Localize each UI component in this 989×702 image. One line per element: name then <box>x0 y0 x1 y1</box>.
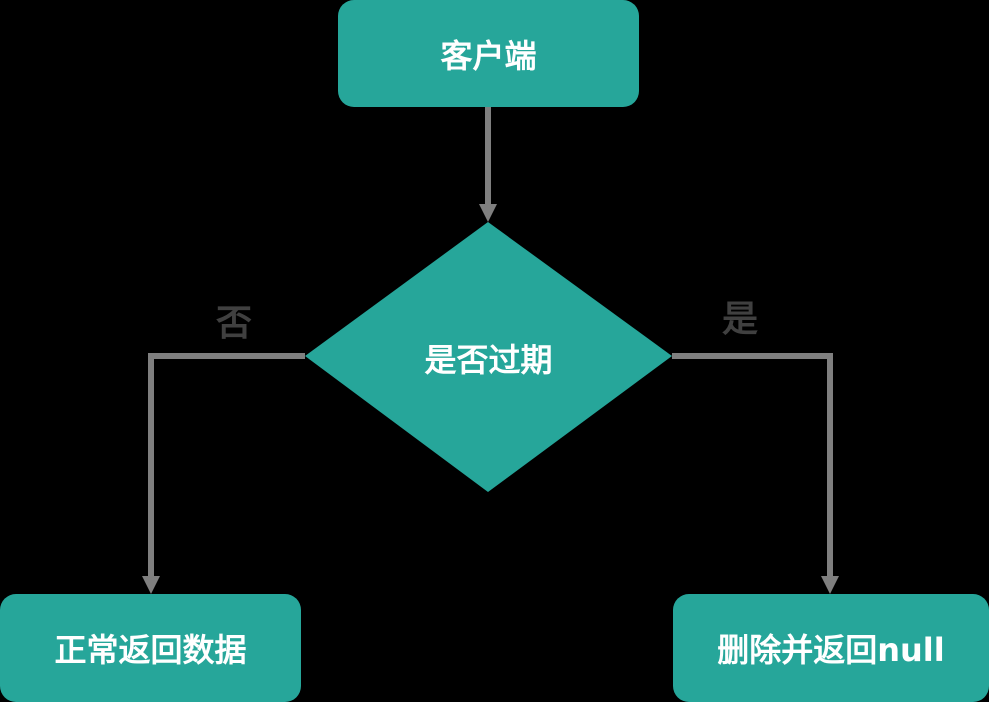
normal-return-node: 正常返回数据 <box>0 594 301 702</box>
client-label: 客户端 <box>440 36 537 75</box>
arrowhead-icon <box>821 576 839 594</box>
no-edge-label: 否 <box>216 303 253 344</box>
client-node: 客户端 <box>338 0 639 107</box>
arrowhead-icon <box>479 204 497 222</box>
delete-return-label: 删除并返回null <box>717 631 945 669</box>
arrow-yes-branch <box>672 353 833 578</box>
decision-label: 是否过期 <box>424 341 553 379</box>
normal-return-label: 正常返回数据 <box>54 631 247 669</box>
yes-edge-label: 是 <box>722 299 759 340</box>
arrowhead-icon <box>142 576 160 594</box>
arrow-no-branch <box>148 353 305 578</box>
delete-return-node: 删除并返回null <box>673 594 989 702</box>
decision-diamond <box>305 222 672 492</box>
